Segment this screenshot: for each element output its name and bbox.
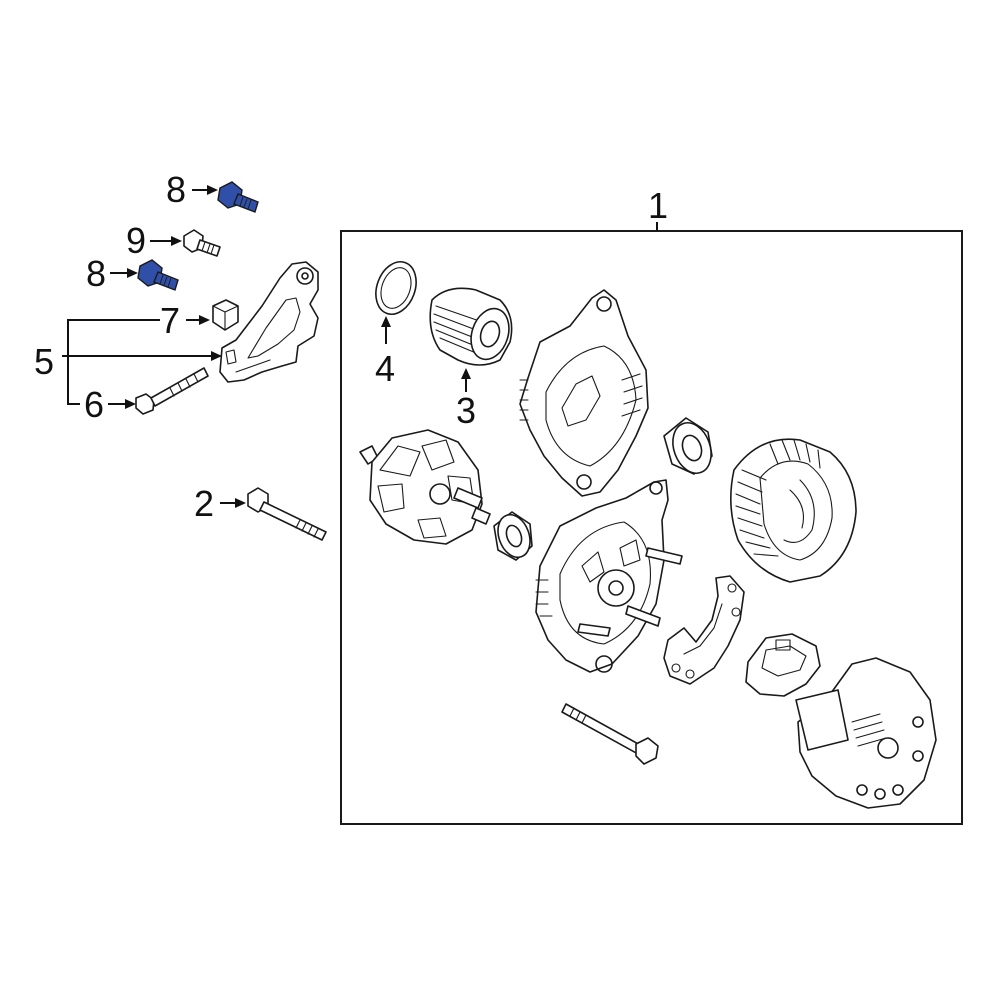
pulley-3[interactable] [429, 287, 515, 366]
rectifier-plate[interactable] [663, 575, 745, 685]
callout-5-arrowhead [211, 351, 222, 361]
callout-3-arrowhead [461, 368, 471, 379]
housing-through-bolt[interactable] [561, 703, 659, 765]
callout-8-top-label: 8 [166, 169, 186, 210]
stator[interactable] [730, 438, 857, 583]
nut-7[interactable] [212, 299, 239, 331]
rear-cover[interactable] [795, 657, 937, 809]
callout-4-label: 4 [375, 348, 395, 389]
flange-bolt-8-lower[interactable] [137, 259, 179, 291]
bolt-9[interactable] [183, 229, 221, 257]
front-housing[interactable] [519, 289, 649, 497]
callout-1-label: 1 [648, 185, 668, 226]
cover-cap-4[interactable] [369, 256, 423, 320]
through-bolt-2[interactable] [247, 487, 327, 541]
alternator-bracket-5[interactable] [219, 261, 319, 383]
front-bearing[interactable] [663, 417, 718, 478]
callout-8-top-arrowhead [207, 185, 218, 195]
callout-9-label: 9 [126, 220, 146, 261]
alternator-assembly-frame [340, 230, 963, 825]
callout-7-label: 7 [160, 300, 180, 341]
rotor[interactable] [359, 429, 491, 545]
callout-6-label: 6 [84, 384, 104, 425]
callout-9-arrowhead [171, 236, 182, 246]
callout-2-arrowhead [235, 498, 246, 508]
rear-bearing[interactable] [492, 510, 535, 562]
callout-6-arrowhead [125, 399, 136, 409]
callout-3-label: 3 [456, 390, 476, 431]
rear-housing[interactable] [535, 479, 683, 673]
callout-5-label: 5 [34, 341, 54, 382]
callout-5-leader [67, 319, 160, 405]
flange-bolt-8-top[interactable] [217, 181, 259, 213]
voltage-regulator[interactable] [745, 633, 821, 697]
callout-8-lower-arrowhead [127, 268, 138, 278]
callout-2-label: 2 [194, 483, 214, 524]
callout-7-arrowhead [199, 315, 210, 325]
callout-4-arrowhead [381, 316, 391, 327]
bolt-6[interactable] [135, 367, 209, 415]
callout-8-lower-label: 8 [86, 253, 106, 294]
